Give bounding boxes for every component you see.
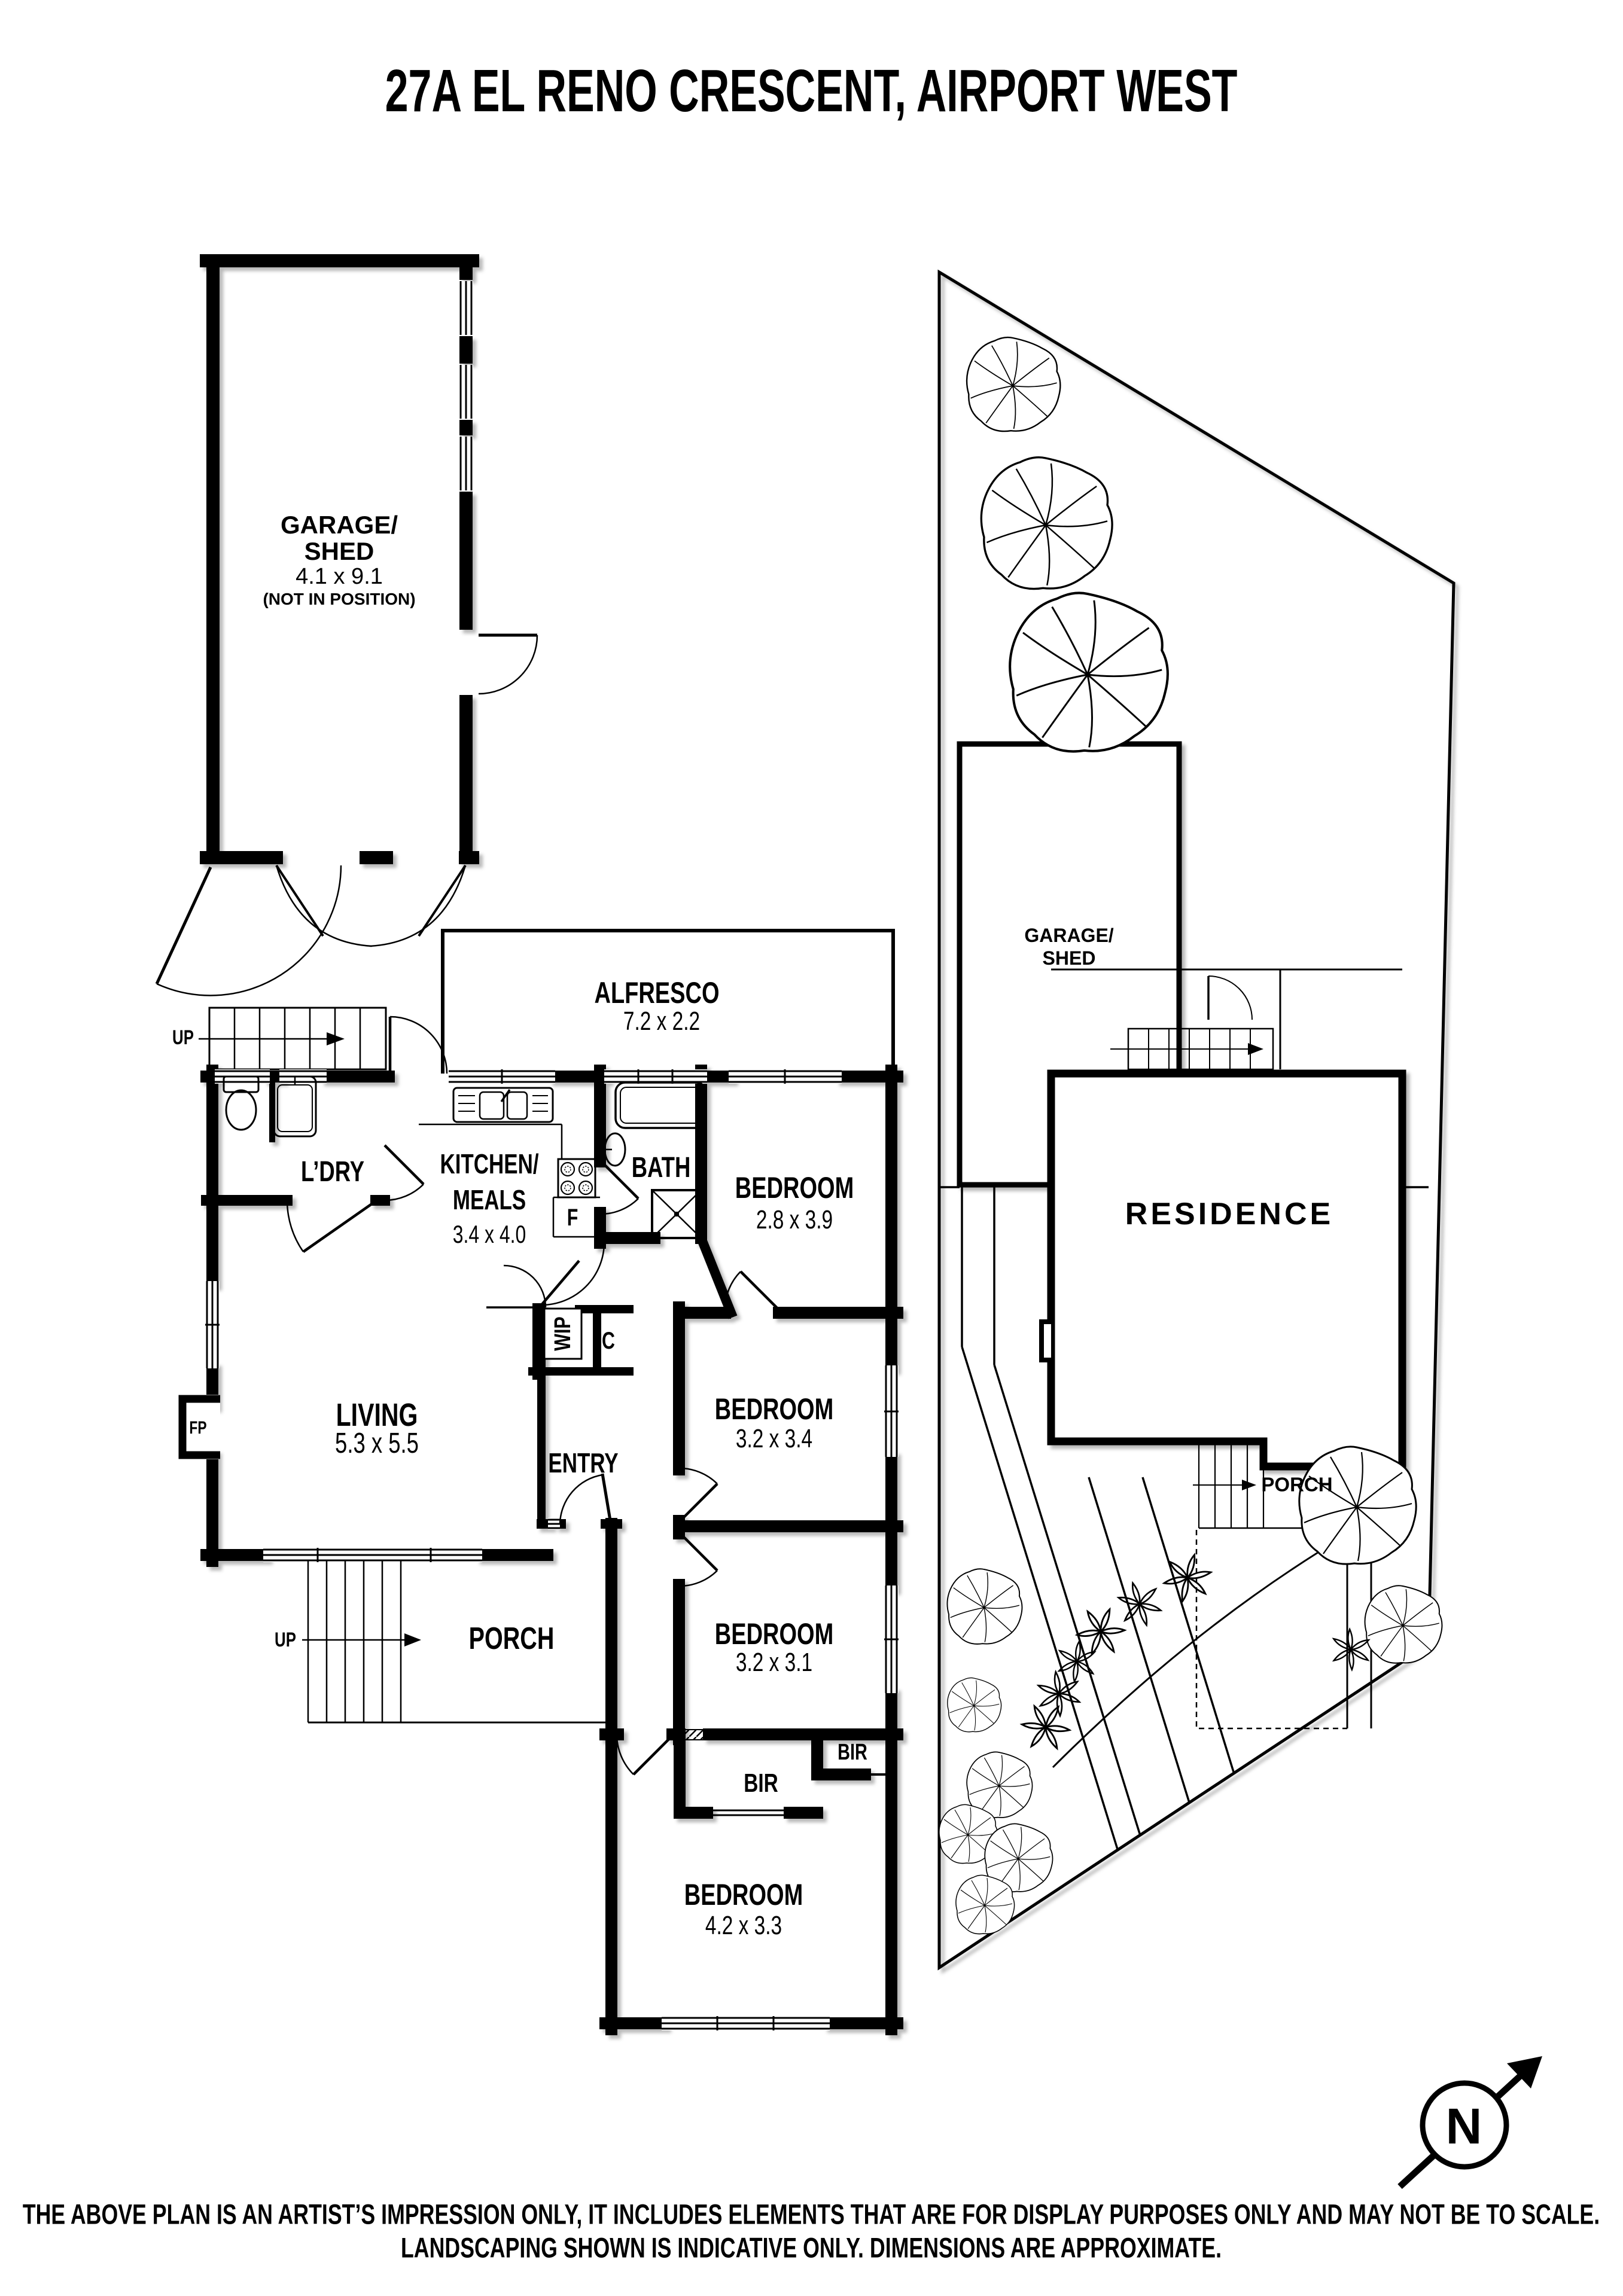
laundry-tub-icon bbox=[273, 1075, 317, 1138]
stove-icon bbox=[557, 1158, 596, 1199]
fireplace-icon bbox=[178, 1395, 220, 1459]
fridge-label: F bbox=[567, 1205, 578, 1231]
garage-label-1: GARAGE/ bbox=[280, 511, 398, 539]
alfresco-label: ALFRESCO bbox=[594, 976, 720, 1010]
site-garden-bed-curve bbox=[1052, 1536, 1344, 1769]
door-swings bbox=[286, 1016, 780, 1776]
bir-small-label: BIR bbox=[838, 1740, 867, 1765]
front-stairs-arrowhead-icon bbox=[404, 1633, 421, 1646]
back-stairs bbox=[199, 1007, 387, 1071]
back-stairs-arrowhead-icon bbox=[327, 1032, 345, 1045]
bedroom4-dims: 4.2 x 3.3 bbox=[705, 1911, 782, 1940]
garage-window-icon bbox=[459, 281, 473, 490]
disclaimer-line-1: THE ABOVE PLAN IS AN ARTIST’S IMPRESSION… bbox=[22, 2198, 1600, 2230]
site-garage-label-1: GARAGE/ bbox=[1024, 925, 1114, 946]
kitchen-counter bbox=[419, 1123, 563, 1159]
up-label-front: UP bbox=[275, 1629, 296, 1651]
bedroom2-dims: 3.2 x 3.4 bbox=[735, 1424, 813, 1453]
living-label: LIVING bbox=[336, 1397, 418, 1433]
kitchen-dims: 3.4 x 4.0 bbox=[452, 1220, 526, 1248]
fridge-niche bbox=[552, 1196, 600, 1238]
disclaimer-line-2: LANDSCAPING SHOWN IS INDICATIVE ONLY. DI… bbox=[400, 2231, 1222, 2264]
basin-icon bbox=[604, 1132, 626, 1167]
site-residence-fp-notch bbox=[1039, 1319, 1051, 1362]
site-dashed-area bbox=[1195, 1530, 1347, 1730]
porch-label: PORCH bbox=[468, 1621, 555, 1656]
kitchen-sink-icon bbox=[452, 1087, 554, 1123]
closet-label: C bbox=[602, 1328, 615, 1354]
garage-windows bbox=[459, 281, 473, 490]
entry-label: ENTRY bbox=[548, 1447, 619, 1478]
alfresco-outline bbox=[441, 929, 895, 1074]
garage-note: (NOT IN POSITION) bbox=[263, 590, 416, 608]
wip-closet-walls bbox=[528, 1303, 634, 1380]
robe-sliding-doors bbox=[707, 1773, 891, 1816]
kitchen-label-2: MEALS bbox=[452, 1184, 526, 1215]
bedroom1-label: BEDROOM bbox=[735, 1171, 854, 1205]
alfresco-dims: 7.2 x 2.2 bbox=[623, 1007, 701, 1036]
window-icon bbox=[205, 1069, 899, 2030]
site-driveway bbox=[961, 1187, 1235, 1850]
toilet-icon bbox=[223, 1075, 260, 1131]
site-back-stairs-arrowhead-icon bbox=[1248, 1043, 1263, 1055]
fixtures bbox=[223, 1075, 707, 1360]
hatched-wall-segment bbox=[679, 1729, 710, 1740]
front-porch-steps bbox=[302, 1561, 605, 1724]
bedroom3-label: BEDROOM bbox=[714, 1617, 834, 1651]
site-porch-arrowhead-icon bbox=[1242, 1480, 1256, 1490]
site-residence-label: RESIDENCE bbox=[1125, 1197, 1334, 1231]
page-title: 27A EL RENO CRESCENT, AIRPORT WEST bbox=[385, 57, 1238, 124]
bathtub-icon bbox=[614, 1081, 707, 1129]
shower-icon bbox=[651, 1189, 702, 1239]
site-porch-label: PORCH bbox=[1261, 1473, 1333, 1496]
site-plan bbox=[937, 269, 1455, 1971]
fireplace-label: FP bbox=[189, 1418, 207, 1438]
bath-label: BATH bbox=[631, 1152, 691, 1184]
bir-large-label: BIR bbox=[744, 1769, 778, 1798]
north-letter: N bbox=[1445, 2098, 1482, 2154]
site-alfresco-lines bbox=[1051, 968, 1402, 1069]
kitchen-label-1: KITCHEN/ bbox=[440, 1148, 539, 1179]
bedroom2-label: BEDROOM bbox=[714, 1392, 834, 1426]
bedroom1-dims: 2.8 x 3.9 bbox=[756, 1205, 833, 1234]
bedroom4-label: BEDROOM bbox=[684, 1878, 803, 1911]
main-house-windows bbox=[205, 1069, 899, 2030]
garage-doors bbox=[155, 633, 538, 996]
site-garage-label-2: SHED bbox=[1042, 947, 1096, 969]
north-arrow-icon bbox=[1397, 2056, 1542, 2190]
bedroom3-dims: 3.2 x 3.1 bbox=[735, 1648, 813, 1677]
living-dims: 5.3 x 5.5 bbox=[335, 1428, 419, 1459]
pantry-label: WIP bbox=[550, 1316, 575, 1351]
garage-label-2: SHED bbox=[304, 537, 374, 565]
site-residence-outline bbox=[1047, 1069, 1406, 1471]
garage-dims: 4.1 x 9.1 bbox=[296, 564, 383, 589]
wip-shelf-box bbox=[543, 1307, 583, 1360]
site-back-stairs bbox=[1110, 975, 1274, 1071]
main-house-walls bbox=[200, 1065, 903, 2035]
up-label-back: UP bbox=[172, 1026, 194, 1049]
laundry-label: L’DRY bbox=[300, 1156, 365, 1188]
garage-floorplan bbox=[200, 254, 479, 864]
